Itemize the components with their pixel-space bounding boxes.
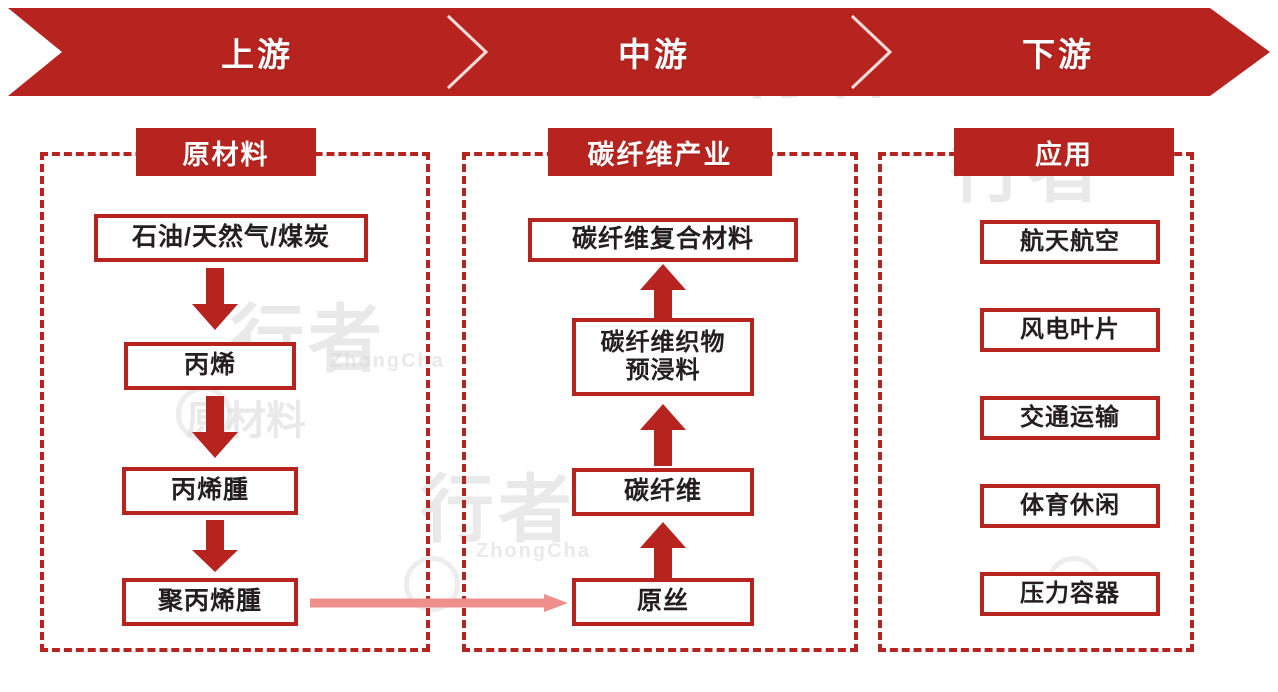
node-transportation[interactable]: 交通运输	[980, 396, 1160, 440]
banner-segment-downstream[interactable]: 下游	[1022, 36, 1094, 73]
banner-segment-midstream[interactable]: 中游	[618, 36, 690, 73]
up-arrow-icon	[638, 522, 688, 578]
down-arrow-icon	[190, 268, 240, 332]
node-acrylonitrile[interactable]: 丙烯腫	[122, 467, 298, 515]
banner-segment-upstream[interactable]: 上游	[221, 36, 293, 73]
node-precursor-fiber[interactable]: 原丝	[572, 578, 754, 626]
up-arrow-icon	[638, 404, 688, 466]
node-sports-leisure[interactable]: 体育休闲	[980, 484, 1160, 528]
node-aerospace[interactable]: 航天航空	[980, 220, 1160, 264]
node-pressure-vessel[interactable]: 压力容器	[980, 572, 1160, 616]
node-propylene[interactable]: 丙烯	[124, 342, 296, 390]
node-petroleum-natgas-coal[interactable]: 石油/天然气/煤炭	[94, 214, 368, 262]
group-header-downstream: 应用	[954, 128, 1174, 176]
up-arrow-icon	[638, 264, 688, 320]
stage-banner: 上游 中游 下游	[8, 8, 1270, 96]
node-wind-turbine-blade[interactable]: 风电叶片	[980, 308, 1160, 352]
down-arrow-icon	[190, 396, 240, 460]
node-polyacrylonitrile[interactable]: 聚丙烯腫	[122, 578, 298, 626]
group-header-upstream: 原材料	[136, 128, 316, 176]
node-carbon-fiber[interactable]: 碳纤维	[572, 468, 754, 516]
node-carbon-fiber-fabric-prepreg[interactable]: 碳纤维织物 预浸料	[572, 318, 754, 396]
connector-upstream-to-midstream-arrow-icon	[310, 592, 568, 614]
node-label-line2: 预浸料	[625, 357, 701, 384]
group-header-midstream: 碳纤维产业	[548, 128, 772, 176]
node-carbon-fiber-composite[interactable]: 碳纤维复合材料	[528, 218, 798, 262]
node-label-line1: 碳纤维织物	[600, 328, 726, 356]
down-arrow-icon	[190, 520, 240, 574]
